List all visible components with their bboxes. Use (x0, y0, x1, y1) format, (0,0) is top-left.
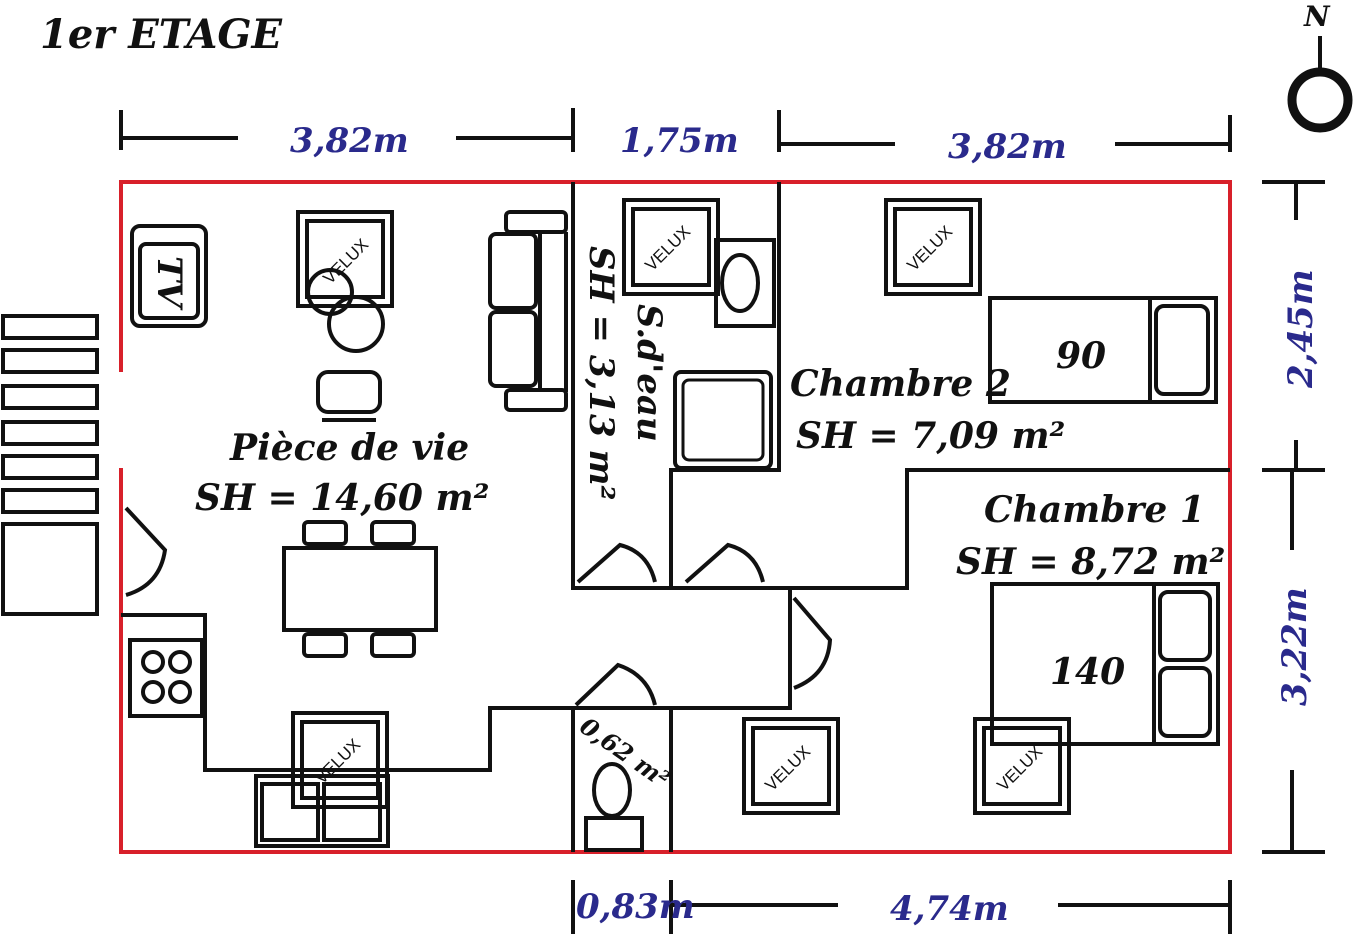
svg-text:TV: TV (149, 256, 189, 311)
room-area-bathroom: SH = 3,13 m² (581, 246, 621, 500)
double-bed-icon (990, 582, 1220, 746)
sofa-icon (488, 210, 568, 412)
room-name-bedroom2: Chambre 2 (790, 363, 1011, 405)
floor-title: 1er ETAGE (40, 11, 283, 58)
dining-table-icon (282, 520, 438, 658)
room-area-bedroom1: SH = 8,72 m² (956, 541, 1225, 583)
room-name-bedroom1: Chambre 1 (984, 489, 1205, 531)
svg-text:VELUX: VELUX (903, 222, 956, 275)
dim-bottom-right: 4,74m (890, 889, 1009, 929)
velux-window: VELUX (884, 198, 982, 296)
dim-right-bottom: 3,22m (1275, 587, 1315, 706)
bed-size-140: 140 (1050, 651, 1125, 693)
room-area-living: SH = 14,60 m² (195, 477, 489, 519)
room-name-bathroom: S.d'eau (629, 304, 669, 442)
dimension-lines (119, 108, 1325, 934)
svg-text:VELUX: VELUX (993, 742, 1046, 795)
room-name-living: Pièce de vie (229, 427, 469, 469)
room-area-bedroom2: SH = 7,09 m² (796, 415, 1065, 457)
svg-text:VELUX: VELUX (641, 222, 694, 275)
velux-window: VELUX (291, 711, 389, 809)
velux-window: VELUX (296, 210, 394, 308)
dim-top-left: 3,82m (290, 121, 409, 161)
bed-size-90: 90 (1056, 335, 1106, 377)
single-bed-icon (988, 296, 1218, 404)
staircase (1, 314, 99, 616)
stove-icon (128, 638, 204, 718)
velux-window: VELUX (742, 717, 840, 815)
exterior-outline (119, 180, 1232, 854)
velux-window: VELUX (622, 198, 720, 296)
sink-counter-icon (254, 774, 390, 848)
room-area-wc: 0,62 m² (575, 711, 676, 794)
svg-text:VELUX: VELUX (319, 235, 372, 288)
dim-top-right: 3,82m (948, 127, 1067, 167)
doors[interactable] (124, 506, 833, 707)
shower-icon (673, 370, 773, 470)
dim-bottom-left: 0,83m (576, 887, 695, 927)
washbasin-icon (714, 238, 776, 328)
dim-right-top: 2,45m (1281, 269, 1321, 389)
svg-text:VELUX: VELUX (311, 735, 364, 788)
svg-text:N: N (1303, 0, 1331, 33)
velux-window: VELUX (973, 717, 1071, 815)
armchair-icon (316, 370, 382, 422)
toilet-icon (584, 762, 644, 852)
north-arrow-icon: N (1287, 0, 1353, 133)
svg-text:VELUX: VELUX (761, 742, 814, 795)
dim-top-mid: 1,75m (620, 121, 739, 161)
tv-icon: TV (130, 224, 208, 328)
lamp-icon (306, 268, 385, 353)
